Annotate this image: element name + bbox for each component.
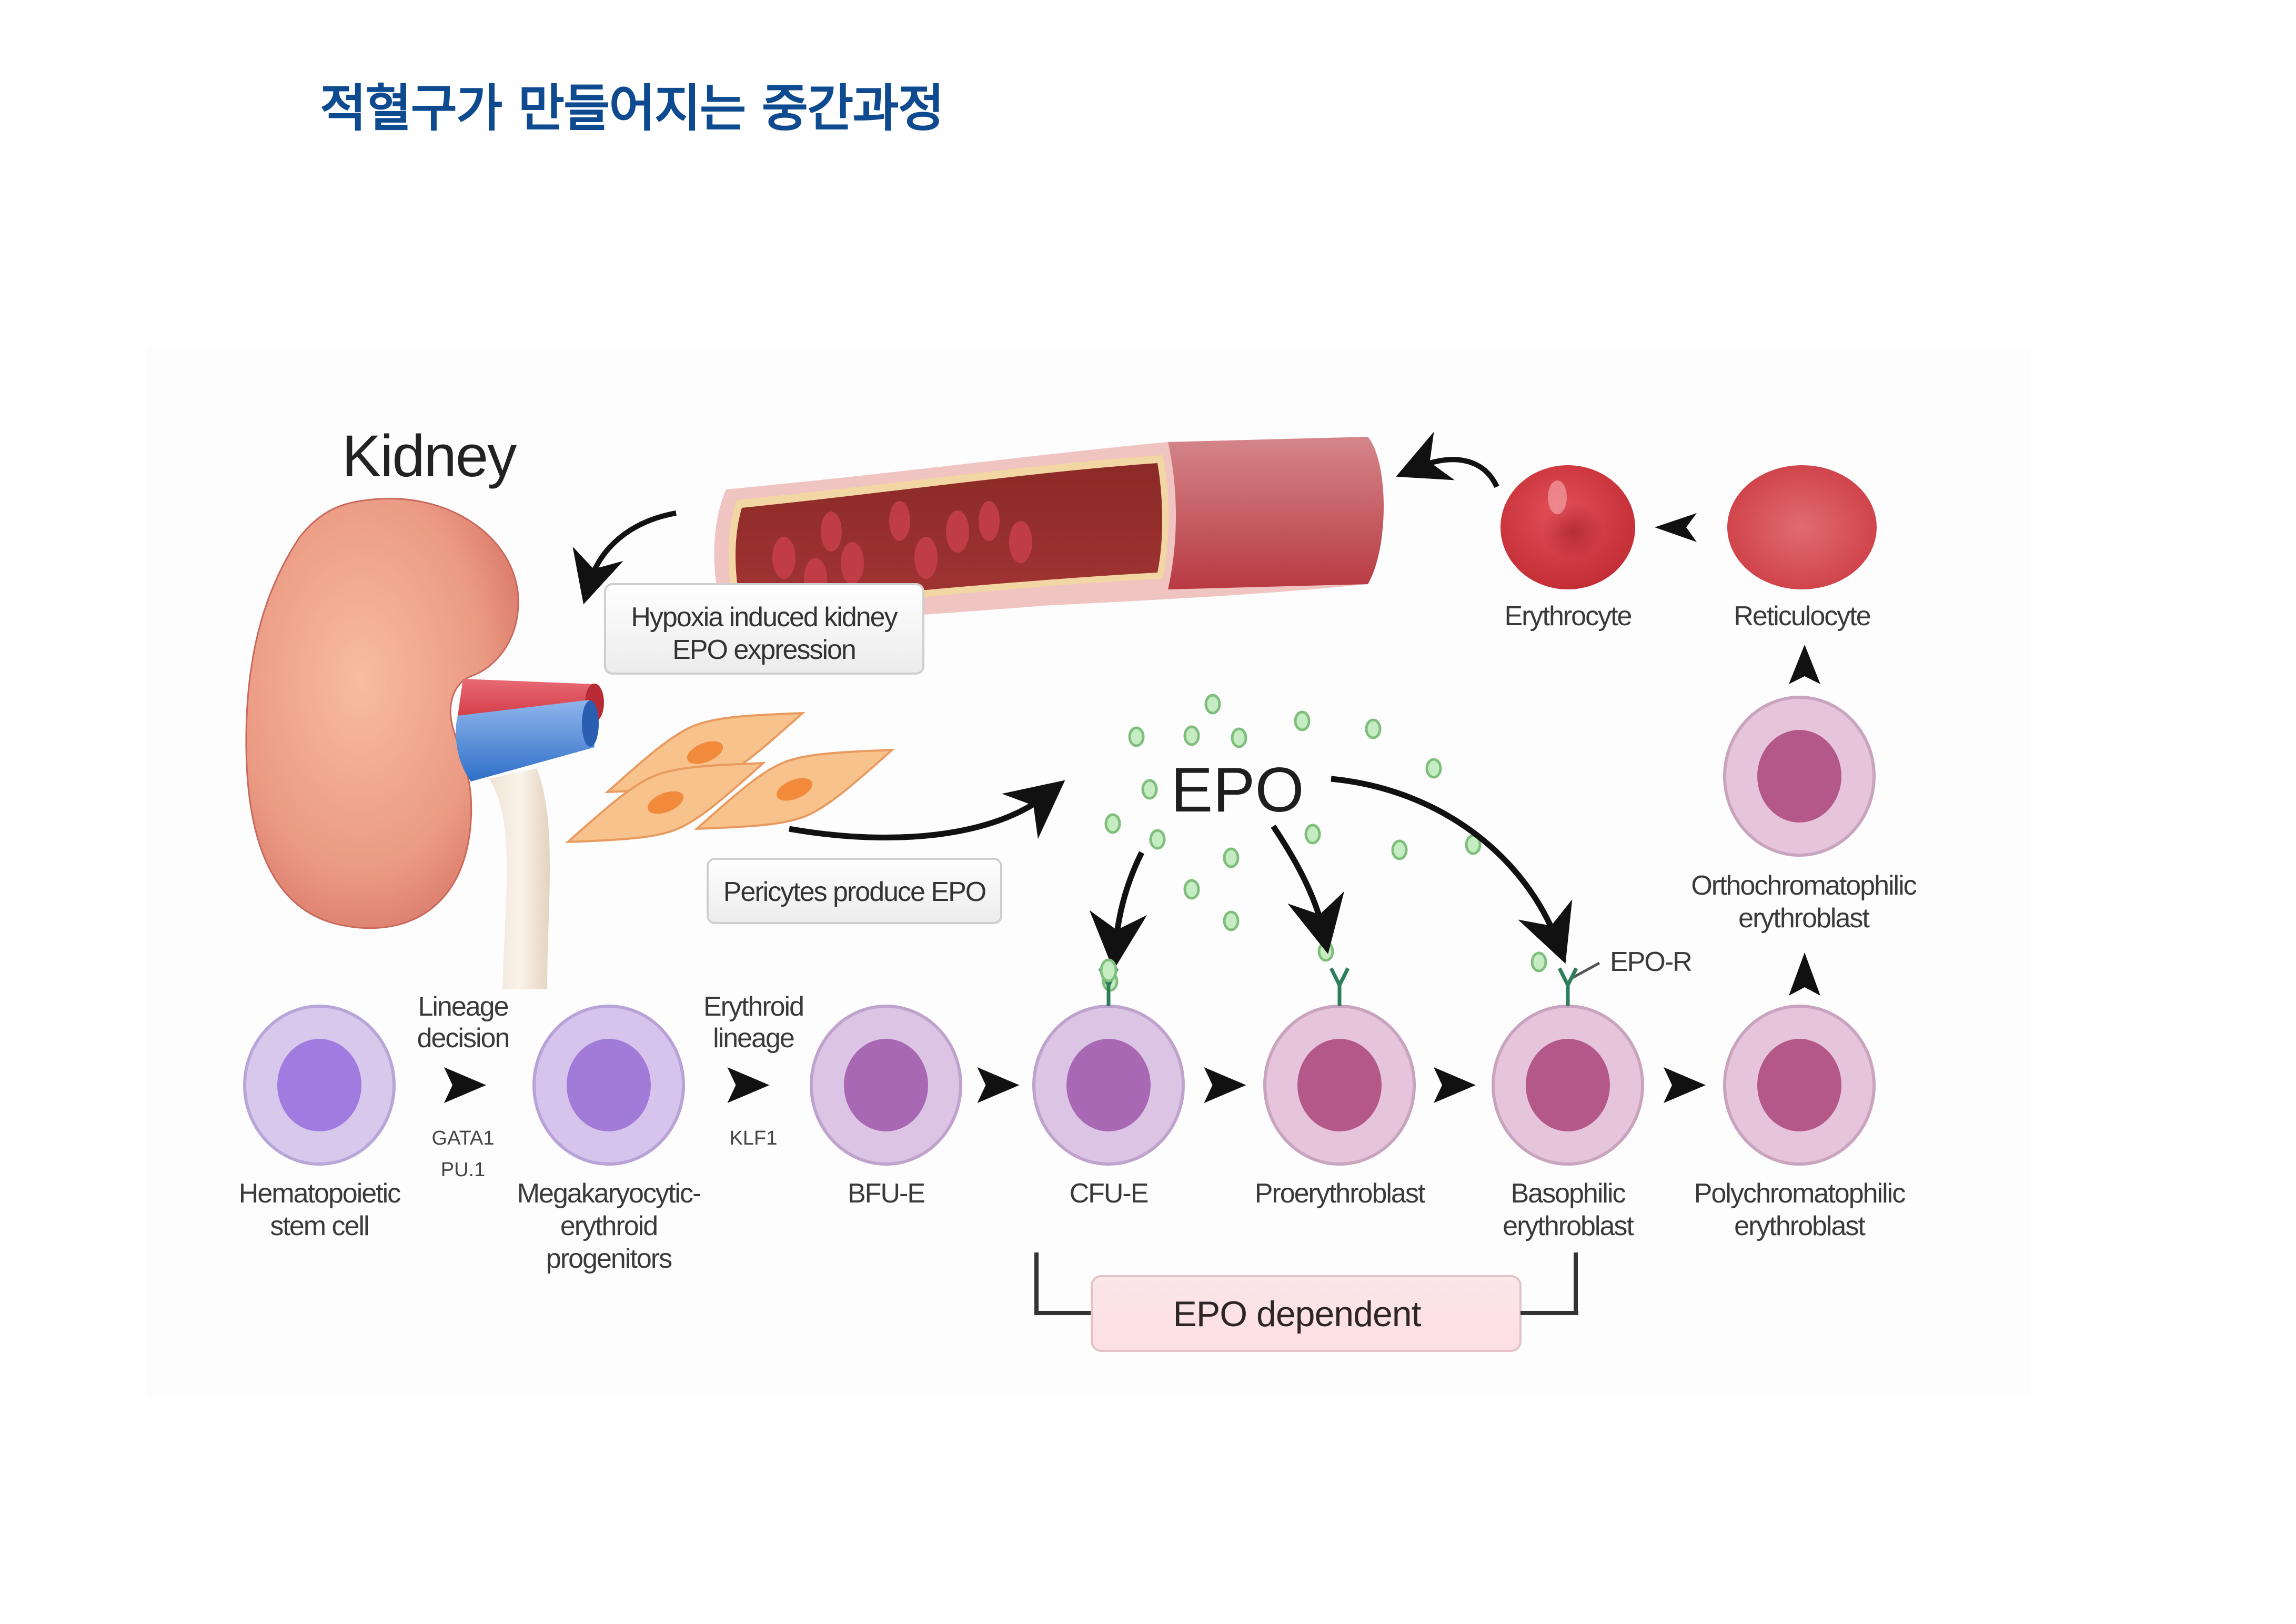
proerythroblast-cell-icon bbox=[1263, 1005, 1416, 1166]
arrow-ortho-to-reticulocyte bbox=[1789, 645, 1820, 684]
basophilic-erythroblast-label-line-2: erythroblast bbox=[1503, 1211, 1634, 1241]
transition-2-top-line-2: lineage bbox=[713, 1023, 794, 1054]
stage-arrow bbox=[1204, 1067, 1246, 1103]
epo-molecule-icon bbox=[1204, 694, 1221, 715]
basophilic-erythroblast-label-line-1: Basophilic bbox=[1510, 1178, 1625, 1209]
renal-vein bbox=[456, 700, 595, 781]
mep-label-line-2: erythroid bbox=[560, 1211, 657, 1241]
epo-receptor-icon bbox=[1557, 967, 1578, 1006]
erythrocyte-label: Erythrocyte bbox=[1505, 601, 1632, 631]
arrow-pericytes-to-epo bbox=[789, 780, 1065, 841]
epo-molecule-icon bbox=[1231, 727, 1247, 748]
stage-arrow bbox=[977, 1067, 1020, 1103]
arrow-reticulocyte-to-erythrocyte bbox=[1655, 513, 1697, 542]
transition-2-gene-1: KLF1 bbox=[730, 1127, 778, 1149]
hematopoietic-stem-cell-cell-icon bbox=[243, 1005, 396, 1166]
cfu-e-label-line-1: CFU-E bbox=[1070, 1178, 1148, 1209]
hypoxia-label-line-2: EPO expression bbox=[672, 635, 855, 665]
epo-molecule-icon bbox=[1365, 718, 1382, 739]
epo-r-label: EPO-R bbox=[1610, 947, 1691, 977]
mep-label-line-1: Megakaryocytic- bbox=[517, 1178, 701, 1209]
polychromatophilic-erythroblast-label-line-1: Polychromatophilic bbox=[1694, 1178, 1905, 1209]
mep-cell-icon bbox=[532, 1005, 685, 1166]
hypoxia-label-box: Hypoxia induced kidney EPO expression bbox=[604, 583, 924, 675]
epo-receptor-icon bbox=[1329, 967, 1350, 1006]
kidney-icon bbox=[245, 497, 519, 929]
epo-molecule-icon bbox=[1391, 839, 1408, 860]
pericytes-label-box: Pericytes produce EPO bbox=[707, 858, 1002, 924]
stage-arrow bbox=[1434, 1067, 1476, 1103]
stage-arrow bbox=[444, 1067, 486, 1103]
erythrocyte-icon bbox=[1501, 465, 1635, 589]
epo-molecule-icon bbox=[1223, 847, 1240, 868]
bfu-e-cell-icon bbox=[810, 1005, 962, 1166]
transition-1-top-line-2: decision bbox=[417, 1023, 509, 1054]
arrow-epo-to-cfu-e bbox=[1089, 851, 1147, 970]
transition-1-gene-2: PU.1 bbox=[441, 1159, 485, 1181]
arrow-epo-to-proerythroblast bbox=[1271, 824, 1344, 955]
epo-molecule-icon bbox=[1530, 951, 1547, 973]
arrow-vessel-to-kidney bbox=[572, 510, 677, 605]
mep-label-line-3: progenitors bbox=[546, 1244, 672, 1274]
reticulocyte-icon bbox=[1727, 465, 1877, 589]
epo-molecule-icon bbox=[1294, 710, 1311, 731]
transition-1-gene-1: GATA1 bbox=[432, 1127, 495, 1149]
epo-molecule-icon bbox=[1128, 726, 1145, 747]
basophilic-erythroblast-cell-icon bbox=[1492, 1005, 1644, 1166]
epo-molecule-icon bbox=[1149, 829, 1166, 850]
epo-molecule-icon bbox=[1223, 910, 1240, 931]
pericytes-illustration bbox=[565, 711, 895, 844]
orthochromatophilic-label-line-1: Orthochromatophilic bbox=[1691, 870, 1916, 901]
polychromatophilic-erythroblast-cell-icon bbox=[1723, 1005, 1876, 1166]
epo-molecules bbox=[1102, 694, 1547, 992]
epo-molecule-icon bbox=[1183, 725, 1200, 746]
kidney-illustration bbox=[245, 497, 604, 989]
proerythroblast-label-line-1: Proerythroblast bbox=[1255, 1178, 1426, 1209]
arrow-poly-to-ortho bbox=[1789, 953, 1820, 996]
epo-molecule-icon bbox=[1304, 824, 1321, 845]
reticulocyte-label: Reticulocyte bbox=[1734, 601, 1870, 631]
hypoxia-label-line-1: Hypoxia induced kidney bbox=[631, 602, 898, 633]
epo-receptor-icon bbox=[1098, 958, 1119, 1006]
arrow-epo-to-basophilic bbox=[1331, 776, 1573, 964]
orthochromatophilic-label-line-2: erythroblast bbox=[1738, 903, 1870, 934]
epo-label: EPO bbox=[1171, 755, 1304, 825]
polychromatophilic-erythroblast-label-line-2: erythroblast bbox=[1734, 1211, 1866, 1241]
stage-arrow bbox=[727, 1067, 770, 1103]
kidney-label: Kidney bbox=[342, 423, 517, 489]
orthochromatophilic-erythroblast-cell-icon bbox=[1723, 696, 1876, 857]
epo-r-leader-line bbox=[1569, 961, 1600, 980]
epo-molecule-icon bbox=[1317, 941, 1334, 962]
cfu-e-cell-icon bbox=[1032, 1005, 1185, 1166]
hematopoietic-stem-cell-label-line-1: Hematopoietic bbox=[239, 1178, 400, 1209]
page-title: 적혈구가 만들어지는 중간과정 bbox=[320, 79, 944, 138]
epo-molecule-icon bbox=[1425, 758, 1442, 779]
epo-dependent-label: EPO dependent bbox=[1173, 1294, 1422, 1334]
stage-arrow bbox=[1664, 1067, 1706, 1103]
epo-molecule-icon bbox=[1141, 779, 1158, 800]
pericytes-label: Pericytes produce EPO bbox=[723, 877, 985, 907]
ureter bbox=[489, 768, 550, 989]
hematopoietic-stem-cell-label-line-2: stem cell bbox=[270, 1211, 368, 1241]
epo-dependent-bracket: EPO dependent bbox=[1034, 1252, 1578, 1352]
bfu-e-label-line-1: BFU-E bbox=[848, 1178, 924, 1209]
transition-2-top-line-1: Erythroid bbox=[703, 991, 803, 1022]
epo-molecule-icon bbox=[1104, 813, 1121, 834]
epo-molecule-icon bbox=[1183, 879, 1200, 900]
transition-1-top-line-1: Lineage bbox=[418, 991, 508, 1022]
arrow-erythrocyte-to-vessel bbox=[1396, 432, 1499, 488]
